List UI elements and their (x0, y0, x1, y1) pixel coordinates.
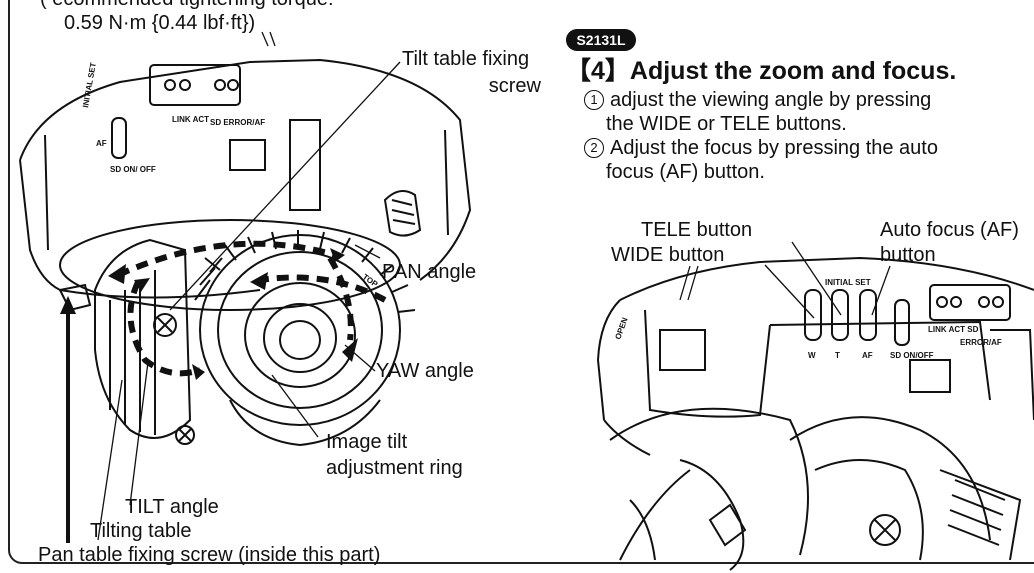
dome-camera-illustration: INITIAL SET AF SD ON/ OFF LINK ACT SD ER… (19, 31, 472, 543)
right-device-text-error-af: ERROR/AF (960, 338, 1002, 347)
label-tele-button: TELE button (641, 219, 753, 241)
label-wide-button: WIDE button (611, 244, 725, 266)
right-device-text-initial-set: INITIAL SET (825, 278, 871, 287)
label-image-tilt-2: adjustment ring (326, 457, 463, 479)
label-tilt-table-fixing-screw-2: screw (488, 75, 541, 97)
step-2: 2 Adjust the focus by pressing the auto f… (584, 136, 938, 183)
device-text-sd-onoff: SD ON/ OFF (110, 165, 156, 174)
page-frame (8, 0, 1034, 564)
label-tilt-table-fixing-screw: Tilt table fixing (402, 48, 530, 70)
label-image-tilt: Image tilt (326, 431, 408, 453)
step-1-line2: the WIDE or TELE buttons. (606, 113, 847, 135)
step-2-line1: Adjust the focus by pressing the auto (610, 137, 938, 159)
torque-note-line1: ( ecommended tightening torque: (40, 0, 334, 11)
right-device-text-af: AF (862, 351, 873, 360)
device-text-initial-set: INITIAL SET (81, 62, 98, 109)
right-device-text-link-act: LINK ACT SD (928, 325, 979, 334)
right-device-text-sd-onoff: SD ON/OFF (890, 351, 934, 360)
step-2-number: 2 (584, 138, 604, 158)
label-auto-focus: Auto focus (AF) (880, 219, 1019, 241)
model-badge: S2131L (566, 29, 636, 51)
label-tilting-table: Tilting table (90, 520, 192, 542)
label-tilt-angle: TILT angle (125, 496, 219, 518)
label-yaw-angle: YAW angle (376, 360, 474, 382)
right-device-text-open: OPEN (613, 316, 629, 341)
device-text-link-act: LINK ACT (172, 115, 209, 124)
label-pan-table-fixing-screw: Pan table fixing screw (inside this part… (38, 544, 381, 566)
step-2-line2: focus (AF) button. (606, 161, 765, 183)
device-text-af: AF (96, 139, 107, 148)
label-pan-angle: PAN angle (382, 261, 477, 283)
step-heading: 【4】Adjust the zoom and focus. (566, 57, 957, 85)
right-device-text-w: W (808, 351, 816, 360)
camera-top-view-illustration: INITIAL SET W T AF SD ON/OFF LINK ACT SD… (596, 241, 1034, 571)
device-text-sd-error: SD ERROR/AF (210, 118, 265, 127)
step-1-line1: adjust the viewing angle by pressing (610, 89, 932, 111)
right-device-text-t: T (835, 351, 840, 360)
torque-note-line2: 0.59 N·m {0.44 lbf·ft}) (64, 12, 256, 34)
step-1: 1 adjust the viewing angle by pressing th… (584, 88, 932, 135)
step-1-number: 1 (584, 90, 604, 110)
